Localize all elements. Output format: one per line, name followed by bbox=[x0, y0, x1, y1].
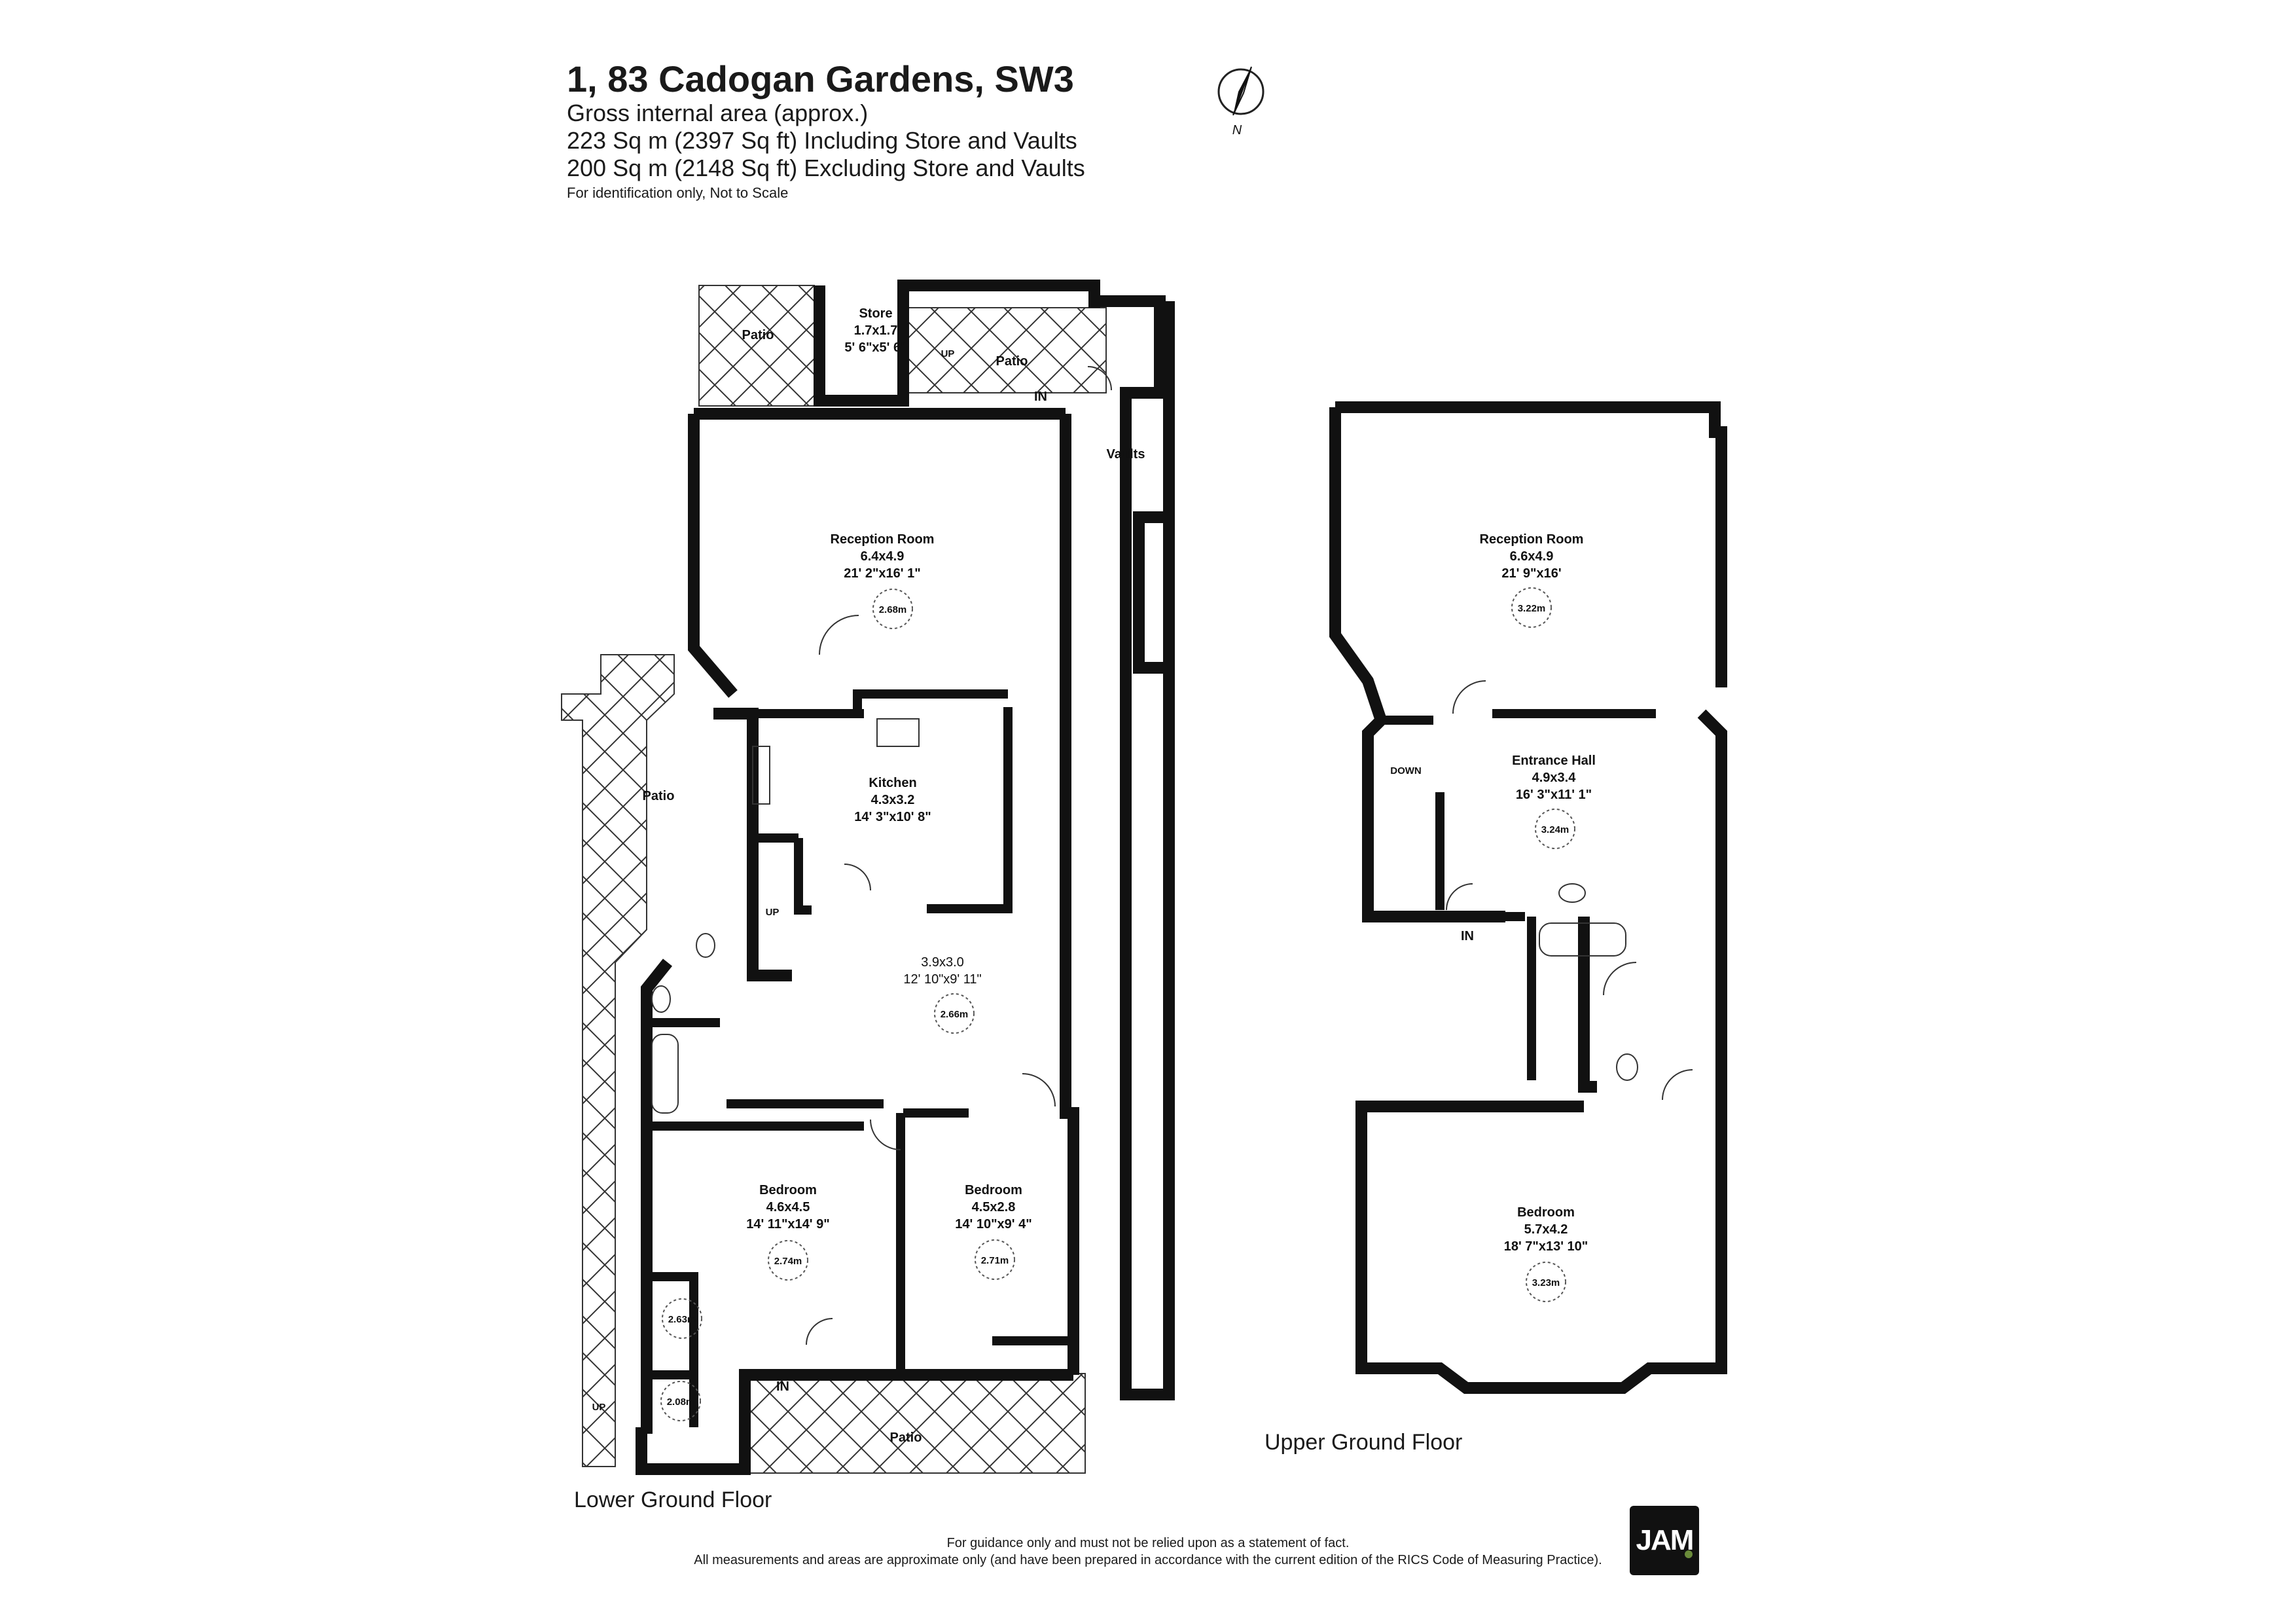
compass-north-label: N bbox=[1232, 123, 1242, 137]
lg-up-label-1: UP bbox=[941, 348, 955, 359]
svg-text:21' 9"x16': 21' 9"x16' bbox=[1501, 566, 1561, 581]
svg-text:18' 7"x13' 10": 18' 7"x13' 10" bbox=[1504, 1239, 1588, 1254]
lg-patio-label-3: Patio bbox=[643, 789, 675, 803]
lg-up-label-2: UP bbox=[766, 907, 780, 918]
svg-text:21' 2"x16' 1": 21' 2"x16' 1" bbox=[844, 566, 920, 581]
lg-vaults-label: Vaults bbox=[1107, 447, 1145, 462]
svg-text:12' 10"x9' 11": 12' 10"x9' 11" bbox=[903, 972, 981, 987]
ug-bedroom-label: Bedroom 5.7x4.2 18' 7"x13' 10" 3.23m bbox=[1504, 1205, 1588, 1288]
upper-ground-floor-label: Upper Ground Floor bbox=[1265, 1430, 1463, 1455]
svg-text:2.68m: 2.68m bbox=[879, 604, 907, 615]
compass-icon: N bbox=[1217, 66, 1265, 137]
lg-up-label-3: UP bbox=[592, 1402, 606, 1413]
ug-entrance-label: Entrance Hall 4.9x3.4 16' 3"x11' 1" 3.24… bbox=[1512, 754, 1596, 835]
scale-note: For identification only, Not to Scale bbox=[567, 185, 789, 201]
ug-reception-label: Reception Room 6.6x4.9 21' 9"x16' 3.22m bbox=[1480, 532, 1584, 614]
lower-ground-floor-plan: Patio Store 1.7x1.7 5' 6"x5' 6" UP Patio… bbox=[561, 280, 1175, 1475]
lg-reception-label: Reception Room 6.4x4.9 21' 2"x16' 1" 2.6… bbox=[831, 532, 935, 615]
svg-text:3.22m: 3.22m bbox=[1518, 603, 1546, 614]
svg-text:2.71m: 2.71m bbox=[981, 1255, 1009, 1266]
lg-store-label: Store 1.7x1.7 5' 6"x5' 6" bbox=[844, 306, 906, 355]
ug-down-label: DOWN bbox=[1390, 765, 1422, 776]
svg-text:1.7x1.7: 1.7x1.7 bbox=[854, 323, 898, 338]
lg-height-small-2: 2.08m bbox=[667, 1396, 695, 1408]
page-title: 1, 83 Cadogan Gardens, SW3 bbox=[567, 58, 1074, 100]
patio-top bbox=[897, 307, 1107, 393]
svg-text:Reception Room: Reception Room bbox=[1480, 532, 1584, 547]
svg-text:4.6x4.5: 4.6x4.5 bbox=[766, 1200, 810, 1214]
svg-text:14' 10"x9' 4": 14' 10"x9' 4" bbox=[955, 1217, 1031, 1231]
disclaimer-line-1: For guidance only and must not be relied… bbox=[946, 1536, 1350, 1550]
jam-logo: JAM bbox=[1630, 1506, 1699, 1575]
svg-text:6.4x4.9: 6.4x4.9 bbox=[861, 549, 905, 564]
logo-dot-icon bbox=[1685, 1550, 1693, 1558]
patio-top-left bbox=[698, 285, 815, 407]
ug-in-label: IN bbox=[1461, 929, 1474, 943]
lg-height-small-1: 2.63m bbox=[668, 1314, 696, 1325]
lg-patio-label-2: Patio bbox=[996, 354, 1028, 369]
lg-in-label-1: IN bbox=[1034, 390, 1047, 404]
svg-text:6.6x4.9: 6.6x4.9 bbox=[1510, 549, 1554, 564]
svg-text:Store: Store bbox=[859, 306, 892, 321]
patio-side bbox=[561, 654, 675, 1467]
svg-text:Entrance Hall: Entrance Hall bbox=[1512, 754, 1596, 768]
svg-text:14' 11"x14' 9": 14' 11"x14' 9" bbox=[746, 1217, 829, 1231]
svg-text:5.7x4.2: 5.7x4.2 bbox=[1524, 1222, 1568, 1237]
svg-text:2.66m: 2.66m bbox=[941, 1009, 969, 1020]
area-excluding: 200 Sq m (2148 Sq ft) Excluding Store an… bbox=[567, 155, 1085, 181]
svg-text:4.3x3.2: 4.3x3.2 bbox=[871, 793, 915, 807]
svg-text:3.9x3.0: 3.9x3.0 bbox=[921, 955, 964, 970]
svg-text:3.24m: 3.24m bbox=[1541, 824, 1570, 835]
patio-bottom bbox=[744, 1373, 1086, 1474]
svg-text:Reception Room: Reception Room bbox=[831, 532, 935, 547]
svg-text:3.23m: 3.23m bbox=[1532, 1277, 1560, 1288]
lg-kitchen-label: Kitchen 4.3x3.2 14' 3"x10' 8" bbox=[854, 776, 931, 824]
upper-ground-floor-plan: Reception Room 6.6x4.9 21' 9"x16' 3.22m … bbox=[1329, 401, 1727, 1394]
area-heading: Gross internal area (approx.) bbox=[567, 100, 869, 126]
svg-text:2.74m: 2.74m bbox=[774, 1256, 802, 1267]
svg-text:Bedroom: Bedroom bbox=[759, 1183, 817, 1197]
svg-text:Bedroom: Bedroom bbox=[1517, 1205, 1575, 1220]
lg-bedroom2-label: Bedroom 4.5x2.8 14' 10"x9' 4" 2.71m bbox=[955, 1183, 1031, 1266]
lower-ground-floor-label: Lower Ground Floor bbox=[574, 1487, 772, 1512]
disclaimer-line-2: All measurements and areas are approxima… bbox=[694, 1553, 1602, 1567]
logo-text: JAM bbox=[1636, 1524, 1695, 1556]
svg-text:14' 3"x10' 8": 14' 3"x10' 8" bbox=[854, 810, 931, 824]
lg-hall-label: 3.9x3.0 12' 10"x9' 11" 2.66m bbox=[903, 955, 981, 1020]
lg-in-label-2: IN bbox=[776, 1379, 789, 1394]
lg-bedroom1-label: Bedroom 4.6x4.5 14' 11"x14' 9" 2.74m bbox=[746, 1183, 829, 1267]
svg-text:4.5x2.8: 4.5x2.8 bbox=[972, 1200, 1016, 1214]
area-including: 223 Sq m (2397 Sq ft) Including Store an… bbox=[567, 127, 1077, 154]
svg-text:Bedroom: Bedroom bbox=[965, 1183, 1022, 1197]
svg-text:4.9x3.4: 4.9x3.4 bbox=[1532, 771, 1577, 785]
svg-text:16' 3"x11' 1": 16' 3"x11' 1" bbox=[1516, 788, 1592, 802]
svg-text:5' 6"x5' 6": 5' 6"x5' 6" bbox=[844, 340, 906, 355]
lg-patio-label-1: Patio bbox=[742, 328, 774, 342]
lg-patio-label-4: Patio bbox=[890, 1431, 922, 1445]
svg-text:Kitchen: Kitchen bbox=[869, 776, 916, 790]
